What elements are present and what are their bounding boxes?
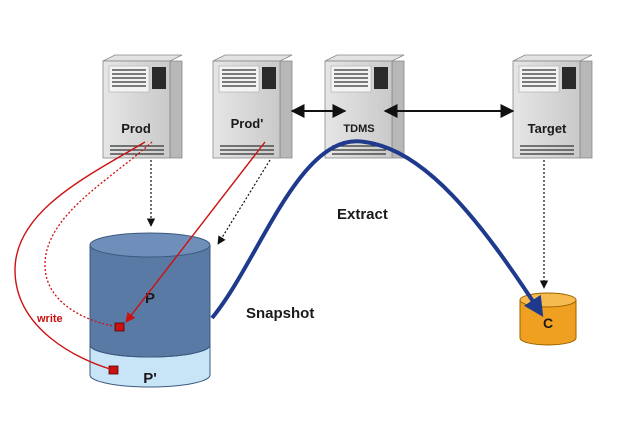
db-target-label: C	[543, 315, 553, 331]
server-prod-prime-label: Prod'	[231, 116, 264, 131]
server-target: Target	[512, 54, 593, 159]
db-source: P P'	[89, 232, 211, 388]
record-marker-p	[114, 322, 125, 332]
server-prod-prime: Prod'	[212, 54, 293, 159]
write-line-dotted	[44, 141, 153, 327]
server-target-label: Target	[528, 121, 567, 136]
write-label: write	[36, 313, 63, 325]
server-prod-label: Prod	[121, 121, 151, 136]
record-marker-pprime	[108, 365, 119, 375]
extract-curve	[210, 139, 544, 320]
snapshot-label: Snapshot	[246, 305, 314, 322]
server-tdms-label: TDMS	[343, 123, 374, 135]
write-arrow-prodprime	[125, 141, 266, 323]
dotted-arrow-prodprime-db	[217, 159, 271, 245]
db-source-pprime-label: P'	[143, 370, 157, 387]
extract-label: Extract	[337, 206, 388, 223]
server-prod: Prod	[102, 54, 183, 159]
db-source-p-label: P	[145, 290, 155, 307]
write-line-outer	[14, 141, 146, 370]
db-target: C	[519, 292, 577, 346]
